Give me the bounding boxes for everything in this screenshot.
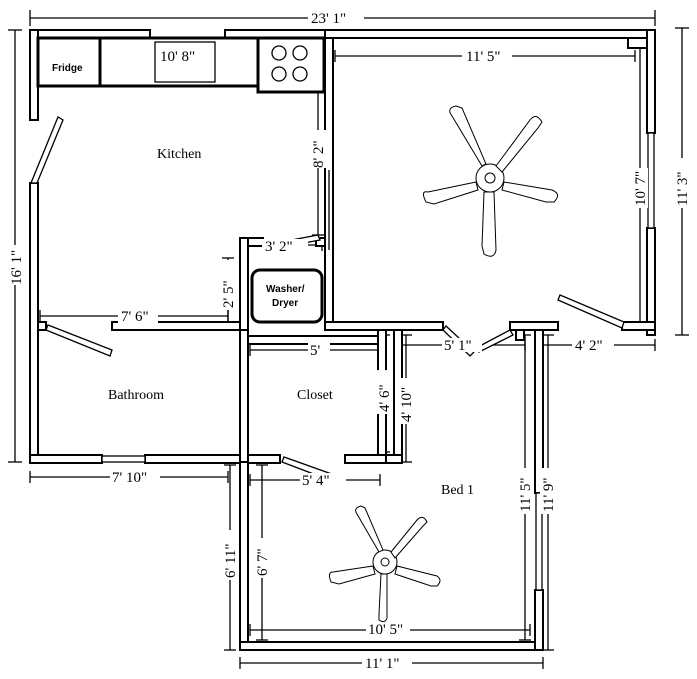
walls bbox=[29, 29, 656, 651]
dim-hall-height: 4' 10" bbox=[399, 387, 415, 422]
dim-living-width: 11' 5" bbox=[466, 49, 501, 65]
dim-laundry-height: 2' 5" bbox=[221, 280, 237, 308]
dim-bed-left-outer: 6' 11" bbox=[223, 543, 239, 578]
dim-bed-height-inner: 11' 5" bbox=[518, 477, 534, 512]
dim-laundry-width: 3' 2" bbox=[265, 239, 293, 255]
dim-overall-width: 23' 1" bbox=[311, 11, 346, 27]
fridge bbox=[36, 36, 102, 88]
stove bbox=[256, 36, 326, 94]
washer-dryer bbox=[250, 268, 324, 324]
dimension-labels: 23' 1" 11' 5" 10' 8" 16' 1" 11' 3" 10' 7… bbox=[9, 11, 691, 672]
doors bbox=[30, 116, 655, 591]
fridge-label: Fridge bbox=[52, 63, 83, 74]
dim-bed-left-inner: 6' 7" bbox=[255, 548, 271, 576]
kitchen-counter bbox=[36, 36, 326, 94]
dim-bed-width-inner: 10' 5" bbox=[368, 622, 403, 638]
room-labels: Kitchen Bathroom Closet Bed 1 Fridge Was… bbox=[52, 63, 474, 498]
dim-hall-opening: 5' 1" bbox=[444, 338, 472, 354]
dim-closet-width: 5' 4" bbox=[302, 473, 330, 489]
dim-bed-width-outer: 11' 1" bbox=[365, 656, 400, 672]
room-kitchen: Kitchen bbox=[157, 147, 201, 162]
dryer-label: Dryer bbox=[272, 298, 298, 309]
room-bathroom: Bathroom bbox=[108, 388, 164, 403]
dimension-text-bg bbox=[7, 10, 690, 670]
dim-kitchen-lower: 7' 6" bbox=[121, 309, 149, 325]
dim-living-height-inner: 10' 7" bbox=[633, 171, 649, 206]
dim-hall-width: 5' bbox=[310, 343, 321, 359]
dim-entry-width: 4' 2" bbox=[575, 338, 603, 354]
washer-label: Washer/ bbox=[266, 284, 305, 295]
dim-kitchen-wall: 8' 2" bbox=[311, 140, 327, 168]
living-ceiling-fan bbox=[422, 105, 558, 257]
dim-bed-height-outer: 11' 9" bbox=[541, 477, 557, 512]
dim-overall-height: 16' 1" bbox=[9, 250, 25, 285]
room-bed1: Bed 1 bbox=[441, 483, 474, 498]
dim-counter: 10' 8" bbox=[160, 49, 195, 65]
bed-ceiling-fan bbox=[328, 505, 441, 623]
dim-living-height-outer: 11' 3" bbox=[675, 171, 691, 206]
room-closet: Closet bbox=[297, 388, 333, 403]
dim-bath-width: 7' 10" bbox=[112, 470, 147, 486]
dim-closet-height: 4' 6" bbox=[377, 384, 393, 412]
